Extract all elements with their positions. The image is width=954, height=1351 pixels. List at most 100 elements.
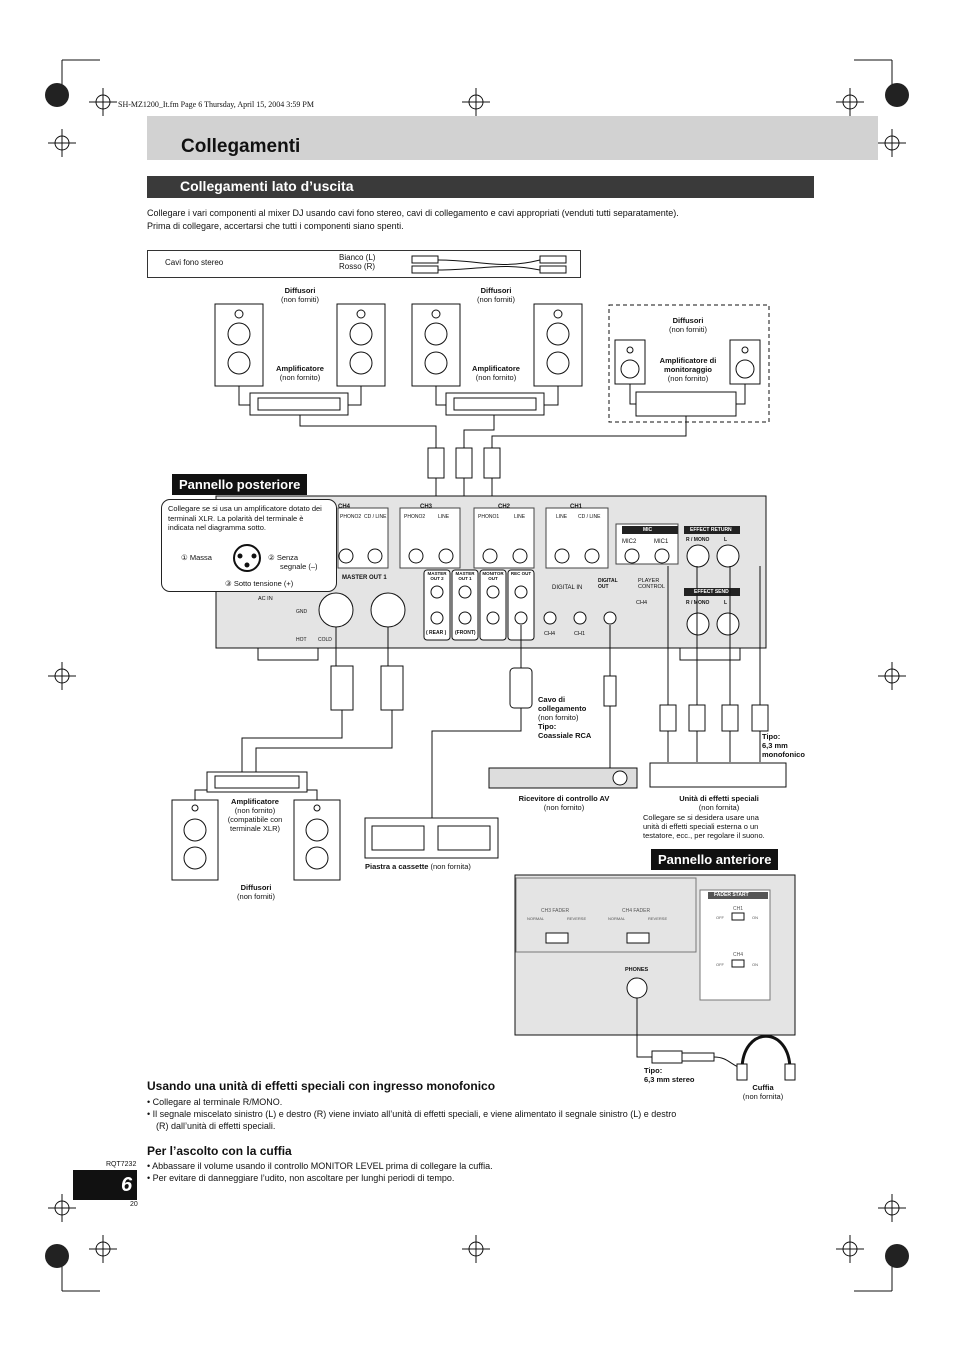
gnd-label: GND [296, 609, 308, 615]
amp-note: terminale XLR) [229, 824, 281, 833]
amp-note: (compatibile con [227, 815, 283, 824]
plug-type: 6,3 mm [762, 741, 788, 750]
player-control-label: PLAYER CONTROL [638, 578, 665, 590]
mono-section-list: • Collegare al terminale R/MONO. • Il se… [147, 1096, 817, 1132]
rear-panel-label: Pannello posteriore [172, 474, 308, 495]
amp-title: Amplificatore di [659, 356, 717, 365]
phono1-label: PHONO1 [478, 514, 500, 520]
on-label: ON [752, 962, 758, 967]
intro-line: Prima di collegare, accertarsi che tutti… [147, 220, 404, 231]
coax-type: Coassiale RCA [538, 731, 592, 740]
cd-line-label: CD / LINE [364, 514, 387, 520]
speakers-mid-label: Diffusori (non forniti) [456, 286, 536, 304]
coax-type: Tipo: [538, 722, 557, 731]
coax-cable-label: Cavo di collegamento (non fornito) Tipo:… [538, 695, 591, 740]
pin2-number: ② [268, 553, 275, 562]
mono-section-title: Usando una unità di effetti speciali con… [147, 1079, 496, 1093]
rear-label: ( REAR ) [426, 630, 447, 636]
xlr-note-text: Collegare se si usa un amplificatore dot… [168, 504, 322, 532]
speakers-title: Diffusori [284, 286, 316, 295]
header-band [147, 116, 878, 160]
cassette-title: Piastra a cassette [365, 862, 429, 871]
rec-out-label: REC OUT [510, 571, 532, 576]
amp-monitor-label: Amplificatore di monitoraggio (non forni… [643, 356, 733, 383]
page-number: 6 [73, 1170, 137, 1200]
headphones-label: Cuffia (non fornita) [728, 1083, 798, 1101]
speakers-bottom-label: Diffusori (non forniti) [216, 883, 296, 901]
cable-white-label: Bianco (L) [339, 253, 376, 262]
off-label: OFF [716, 915, 724, 920]
off-label: OFF [716, 962, 724, 967]
cable-red-label: Rosso (R) [339, 262, 376, 271]
registration-marks [48, 88, 906, 1263]
cassette-label: Piastra a cassette (non fornita) [365, 862, 471, 871]
effects-desc-line: testatore, ecc., per regolare il suono. [643, 831, 765, 840]
pin3-label: Sotto tensione (+) [233, 579, 294, 588]
plug-type-label: Tipo: 6,3 mm monofonico [762, 732, 805, 759]
speakers-note: (non forniti) [669, 325, 707, 334]
headphones-note: (non fornita) [742, 1092, 784, 1101]
speakers-title: Diffusori [672, 316, 704, 325]
coax-title: collegamento [538, 704, 587, 713]
doc-code: RQT7232 [106, 1161, 137, 1168]
effects-desc-line: Collegare se si desidera usare una [643, 813, 759, 822]
speakers-left-label: Diffusori (non forniti) [260, 286, 340, 304]
headphones-title: Cuffia [752, 1083, 774, 1092]
ch3-label: CH3 [420, 504, 433, 510]
pin2-label-b: segnale (–) [280, 562, 318, 571]
normal-label: NORMAL [608, 916, 626, 921]
list-item: • Il segnale miscelato sinistro (L) e de… [147, 1109, 677, 1119]
master-out-label: MASTER OUT 1 [455, 571, 475, 581]
l-label: L [724, 600, 728, 606]
pin1-number: ① [181, 553, 188, 562]
speakers-note: (non forniti) [477, 295, 515, 304]
normal-label: NORMAL [527, 916, 545, 921]
reverse-label: REVERSE [648, 916, 668, 921]
page-title: Collegamenti [181, 136, 301, 157]
amp-title: Amplificatore [276, 364, 324, 373]
phono2-label: PHONO2 [340, 514, 362, 520]
cd-line-label: CD / LINE [578, 514, 601, 520]
speakers-note: (non forniti) [237, 892, 275, 901]
amp-bottom-label: Amplificatore (non fornito) (compatibile… [215, 797, 295, 833]
effects-note: (non fornita) [698, 803, 740, 812]
pin3-number: ③ [225, 579, 232, 588]
cable-legend-label: Cavi fono stereo [165, 258, 224, 267]
speakers-top [214, 303, 583, 387]
master-out2-label: MASTER OUT 2 [427, 571, 447, 581]
r-mono-label: R / MONO [686, 537, 710, 543]
digital-out-label: DIGITAL OUT [598, 578, 618, 590]
file-info: SH-MZ1200_It.fm Page 6 Thursday, April 1… [118, 100, 314, 109]
ch3-fader-label: CH3 FADER [541, 908, 570, 914]
mic2-label: MIC2 [622, 539, 637, 545]
cassette-note: (non fornita) [430, 862, 471, 871]
section-title: Collegamenti lato d’uscita [180, 178, 354, 194]
phones-section-list: • Abbassare il volume usando il controll… [147, 1160, 817, 1184]
front-label: (FRONT) [455, 630, 476, 636]
pin2-label-a: Senza [276, 553, 299, 562]
ch2-label: CH2 [498, 504, 511, 510]
r-mono-label: R / MONO [686, 600, 710, 606]
coax-note: (non fornito) [538, 713, 579, 722]
ch4-port-label: CH4 [636, 600, 648, 606]
speakers-monitor-label: Diffusori (non forniti) [648, 316, 728, 334]
effect-send-label: EFFECT SEND [694, 589, 729, 595]
mic-label: MIC [643, 527, 653, 533]
cable-legend-box [147, 250, 581, 278]
phones-plug-type: 6,3 mm stereo [644, 1075, 695, 1084]
phono2-label: PHONO2 [404, 514, 426, 520]
mic1-label: MIC1 [654, 539, 669, 545]
master-out1-label: MASTER OUT 1 [342, 575, 387, 581]
amp-note: (non fornito) [475, 373, 517, 382]
speakers-title: Diffusori [480, 286, 512, 295]
fader-ch4-label: CH4 [733, 952, 744, 958]
effects-desc: Collegare se si desidera usare una unità… [643, 813, 765, 840]
amp-note: (non fornito) [667, 374, 709, 383]
phones-label: PHONES [625, 967, 649, 973]
av-receiver-title: Ricevitore di controllo AV [518, 794, 610, 803]
fader-start-label: FADER START [714, 892, 749, 898]
effect-return-label: EFFECT RETURN [690, 527, 732, 533]
pin1-label: Massa [189, 553, 212, 562]
digital-in-label: DIGITAL IN [552, 585, 583, 591]
xlr-note: Collegare se si usa un amplificatore dot… [161, 499, 337, 592]
